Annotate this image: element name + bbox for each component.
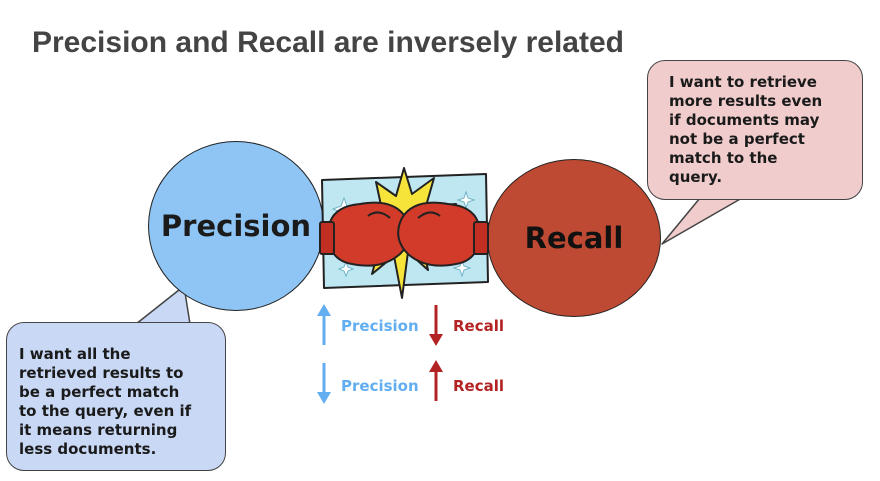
precision-speech-bubble: I want all the retrieved results to be a… bbox=[6, 322, 226, 471]
recall-circle-label: Recall bbox=[524, 221, 624, 255]
bubble-line: be a perfect match bbox=[19, 383, 180, 401]
recall-speech-bubble: I want to retrieve more results even if … bbox=[647, 60, 863, 200]
legend-recall-label: Recall bbox=[453, 377, 505, 395]
bubble-line: less documents. bbox=[19, 440, 157, 458]
bubble-line: if documents may bbox=[669, 111, 820, 129]
legend-recall-label: Recall bbox=[453, 317, 505, 335]
bubble-line: query. bbox=[669, 168, 723, 186]
bubble-line: match to the bbox=[669, 149, 778, 167]
precision-up-arrow-icon bbox=[317, 304, 331, 345]
precision-circle-label: Precision bbox=[160, 209, 312, 243]
bubble-line: retrieved results to bbox=[19, 364, 184, 382]
bubble-line: it means returning bbox=[19, 421, 178, 439]
legend-precision-label: Precision bbox=[341, 317, 419, 335]
bubble-line: more results even bbox=[669, 92, 823, 110]
precision-circle: Precision bbox=[148, 141, 324, 311]
recall-circle: Recall bbox=[487, 159, 661, 317]
recall-down-arrow-icon bbox=[429, 305, 443, 346]
bubble-line: I want to retrieve bbox=[669, 73, 817, 91]
recall-bubble-tail bbox=[661, 197, 743, 245]
recall-up-arrow-icon bbox=[429, 360, 443, 401]
precision-down-arrow-icon bbox=[317, 363, 331, 404]
bubble-line: not be a perfect bbox=[669, 130, 805, 148]
bubble-line: I want all the bbox=[19, 345, 131, 363]
legend-precision-label: Precision bbox=[341, 377, 419, 395]
boxing-gloves-collision-icon bbox=[319, 167, 489, 299]
bubble-line: to the query, even if bbox=[19, 402, 192, 420]
page-title: Precision and Recall are inversely relat… bbox=[32, 26, 624, 59]
